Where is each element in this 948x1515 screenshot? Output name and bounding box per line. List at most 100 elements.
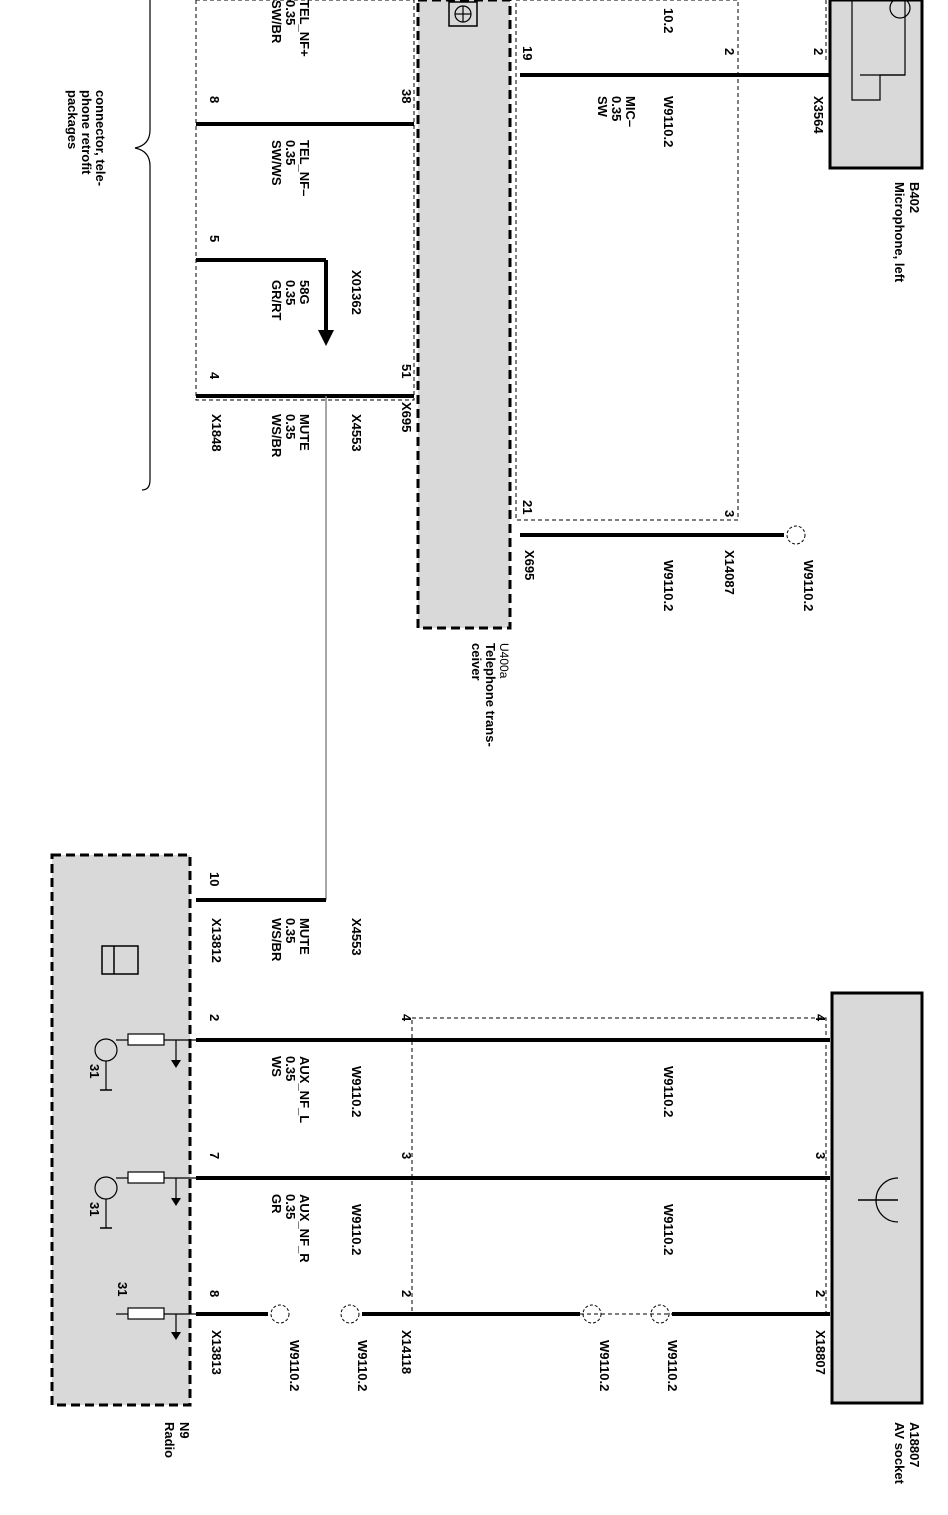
pin-2a-x14118: 2 — [399, 1290, 414, 1297]
pin-2a: 2 — [722, 48, 737, 55]
microphone-box — [828, 0, 924, 170]
ground-arrow-icon — [318, 260, 334, 346]
conn-x14087: X14087 — [722, 550, 737, 595]
pin-3b: 3 — [813, 1152, 828, 1159]
conn-x1848: X1848 — [209, 414, 224, 452]
mute-bottom-size: 0.35 — [283, 918, 298, 943]
tel-nf-minus-color: SW/WS — [269, 140, 284, 186]
open-end-icon — [582, 1304, 602, 1324]
pin-5: 5 — [207, 235, 222, 242]
transceiver-name-2: ceiver — [469, 643, 484, 681]
transceiver-box — [416, 0, 512, 630]
transistor-icon — [94, 1171, 196, 1229]
pin-2-radio: 2 — [207, 1014, 222, 1021]
w-14118: W9110.2 — [355, 1340, 370, 1391]
w-mid: W9110.2 — [597, 1340, 612, 1391]
pin-21: 21 — [520, 500, 535, 514]
pin-10: 10 — [207, 872, 222, 886]
conn-x4553: X4553 — [349, 414, 364, 452]
conn-x14118: X14118 — [399, 1330, 414, 1374]
av-connector-boundary — [411, 1017, 827, 1315]
mic-wire-name: MIC– — [623, 96, 638, 127]
open-end-icon — [650, 1304, 670, 1324]
telephone-symbol-icon — [448, 1, 478, 27]
tel-nf-plus-size: 0.35 — [283, 0, 298, 25]
av-socket-name: AV socket — [892, 1422, 907, 1485]
open-end-icon — [786, 525, 806, 545]
pin-2b-x18807: 2 — [813, 1290, 828, 1297]
conn-x695a: X695 — [399, 402, 414, 432]
mic-wire-color: SW — [595, 96, 610, 118]
w-x14087: W9110.2 — [801, 560, 816, 611]
mic-wire-size: 0.35 — [609, 96, 624, 121]
conn-x18807: X18807 — [813, 1330, 828, 1375]
retrofit-brace — [134, 0, 151, 491]
radio-name: Radio — [162, 1422, 177, 1458]
conn-x3564: X3564 — [811, 96, 826, 134]
tel-nf-minus-name: TEL_NF– — [297, 140, 312, 196]
pin-8: 8 — [207, 96, 222, 103]
w58g-name: 58G — [297, 280, 312, 305]
conn-x01362: X01362 — [349, 270, 364, 315]
tel-nf-minus-size: 0.35 — [283, 140, 298, 165]
pin-3: 3 — [722, 510, 737, 517]
av-socket-symbol-icon — [858, 1177, 899, 1223]
ground-label-1: 31 — [87, 1064, 102, 1078]
aux-r-color: GR — [269, 1194, 284, 1214]
conn-x4553-bottom: X4553 — [349, 918, 364, 956]
pin-4b: 4 — [813, 1014, 828, 1022]
top-10-2: 10.2 — [661, 8, 676, 33]
transistor-icon — [94, 1033, 196, 1091]
aux-l-name: AUX_NF_L — [297, 1056, 312, 1123]
av-socket-id: A18807 — [907, 1422, 922, 1468]
w-r2: W9110.2 — [661, 1204, 676, 1255]
w-r1: W9110.2 — [349, 1204, 364, 1255]
pin-4a: 4 — [399, 1014, 414, 1022]
pin-2b: 2 — [811, 48, 826, 55]
radio-box — [50, 853, 192, 1407]
w58g-color: GR/RT — [269, 280, 284, 321]
resistor-icon — [116, 1307, 196, 1340]
mute-bottom-name: MUTE — [297, 918, 312, 955]
tel-nf-plus-color: SW/BR — [269, 0, 284, 44]
tel-nf-plus-name: TEL_NF+ — [297, 0, 312, 57]
w-13813: W9110.2 — [287, 1340, 302, 1391]
pin-51: 51 — [399, 364, 414, 378]
w-18807: W9110.2 — [665, 1340, 680, 1391]
transceiver-name-1: Telephone trans- — [483, 643, 498, 747]
ground-label-2: 31 — [87, 1202, 102, 1216]
aux-r-name: AUX_NF_R — [297, 1194, 312, 1263]
open-end-icon — [340, 1304, 360, 1324]
pin-4: 4 — [207, 372, 222, 380]
open-end-icon — [270, 1304, 290, 1324]
mic-connector-boundary — [515, 0, 739, 521]
microphone-name: Microphone, left — [892, 182, 907, 283]
mute-top-name: MUTE — [297, 414, 312, 451]
mute-top-color: WS/BR — [269, 414, 284, 458]
microphone-symbol-icon — [851, 0, 911, 101]
pin-8-radio: 8 — [207, 1290, 222, 1297]
mute-top-size: 0.35 — [283, 414, 298, 439]
aux-l-size: 0.35 — [283, 1056, 298, 1081]
aux-r-size: 0.35 — [283, 1194, 298, 1219]
radio-id: N9 — [177, 1422, 192, 1439]
aux-l-color: WS — [269, 1056, 284, 1077]
w-l1: W9110.2 — [349, 1066, 364, 1117]
w-mic: W9110.2 — [661, 96, 676, 147]
microphone-id: B402 — [907, 182, 922, 213]
conn-x13813: X13813 — [209, 1330, 224, 1375]
pin-38: 38 — [399, 89, 414, 103]
pin-7-radio: 7 — [207, 1152, 222, 1159]
conn-x13812: X13812 — [209, 918, 224, 963]
retrofit-note-3: packages — [65, 90, 80, 149]
transceiver-id: U400a — [497, 643, 511, 679]
retrofit-note-1: connector, tele- — [93, 90, 108, 186]
mute-bottom-color: WS/BR — [269, 918, 284, 962]
av-socket-box — [830, 991, 924, 1405]
radio-symbol-icon — [101, 945, 139, 975]
conn-x695b: X695 — [522, 550, 537, 580]
retrofit-note-2: phone retrofit — [79, 90, 94, 175]
ground-label-3: 31 — [115, 1282, 130, 1296]
pin-19: 19 — [520, 46, 535, 60]
